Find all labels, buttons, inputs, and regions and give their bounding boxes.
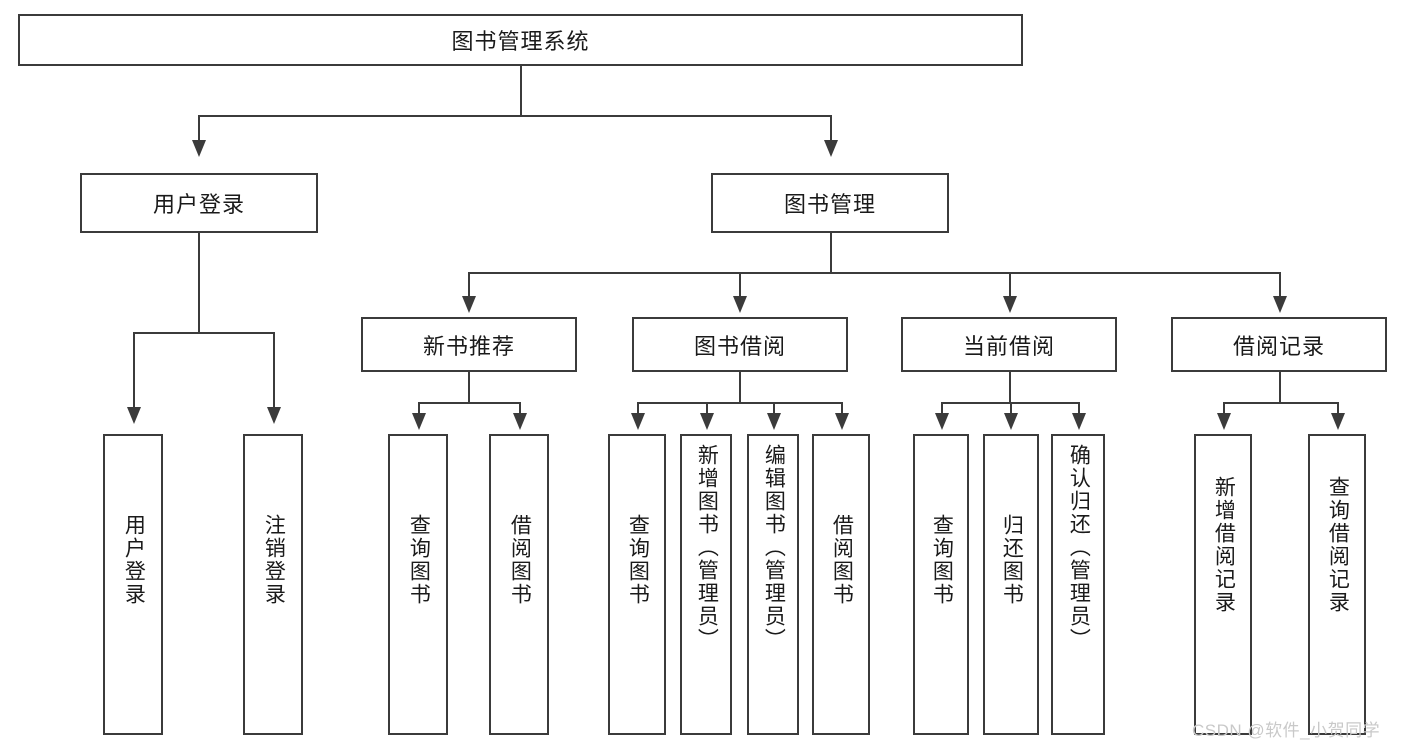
connector-root-bus [198,115,832,117]
connector-bb-to-leaf-3 [773,402,775,418]
node-current-borrow[interactable]: 当前借阅 [901,317,1117,372]
connector-new-book-to-leaf-1 [418,402,420,418]
leaf-return-book[interactable]: 归还图书 [983,434,1039,735]
leaf-borrow-book[interactable]: 借阅图书 [812,434,870,735]
arrow-cb-to-leaf-1 [935,413,949,430]
csdn-watermark: CSDN @软件_小贺同学 [1192,721,1381,740]
leaf-user-login[interactable]: 用户登录 [103,434,163,735]
arrow-bm-to-borrow-record [1273,296,1287,313]
connector-root-to-book-management [830,115,832,148]
connector-bb-to-leaf-1 [637,402,639,418]
connector-book-borrow-bus [637,402,842,404]
leaf-label: 确认归还（管理员） [1067,444,1091,651]
connector-user-login-stem [198,233,200,333]
connector-user-login-to-leaf-2 [273,332,275,414]
connector-root-to-user-login [198,115,200,148]
arrow-new-book-to-leaf-2 [513,413,527,430]
arrow-bb-to-leaf-3 [767,413,781,430]
connector-root-stem [520,66,522,116]
leaf-borrow-book-recommend[interactable]: 借阅图书 [489,434,549,735]
connector-br-to-leaf-2 [1337,402,1339,418]
arrow-cb-to-leaf-2 [1004,413,1018,430]
arrow-bb-to-leaf-4 [835,413,849,430]
node-borrow-record[interactable]: 借阅记录 [1171,317,1387,372]
connector-borrow-record-stem [1279,372,1281,403]
node-label: 借阅记录 [1232,333,1325,359]
connector-book-management-bus [468,272,1280,274]
node-new-book-recommend[interactable]: 新书推荐 [361,317,577,372]
connector-new-book-bus [418,402,520,404]
connector-book-borrow-stem [739,372,741,403]
arrow-br-to-leaf-1 [1217,413,1231,430]
leaf-label: 查询借阅记录 [1326,476,1350,614]
node-root-book-management-system[interactable]: 图书管理系统 [18,14,1023,66]
node-book-borrow[interactable]: 图书借阅 [632,317,848,372]
leaf-label: 借阅图书 [508,514,532,606]
arrow-br-to-leaf-2 [1331,413,1345,430]
connector-user-login-to-leaf-1 [133,332,135,414]
arrow-bm-to-current-borrow [1003,296,1017,313]
arrow-root-to-book-management [824,140,838,157]
leaf-label: 编辑图书（管理员） [762,444,786,651]
leaf-label: 注销登录 [262,514,286,606]
leaf-confirm-return-admin[interactable]: 确认归还（管理员） [1051,434,1105,735]
leaf-logout[interactable]: 注销登录 [243,434,303,735]
leaf-label: 查询图书 [407,514,431,606]
connector-cb-to-leaf-2 [1010,402,1012,418]
node-label: 用户登录 [152,192,245,217]
leaf-query-book-recommend[interactable]: 查询图书 [388,434,448,735]
leaf-label: 查询图书 [930,514,954,606]
connector-current-borrow-stem [1009,372,1011,403]
connector-book-management-stem [830,233,832,273]
leaf-query-borrow-record[interactable]: 查询借阅记录 [1308,434,1366,735]
leaf-label: 归还图书 [1000,514,1024,606]
node-label: 图书管理 [783,192,876,217]
leaf-query-book-current[interactable]: 查询图书 [913,434,969,735]
leaf-label: 用户登录 [122,514,146,606]
leaf-edit-book-admin[interactable]: 编辑图书（管理员） [747,434,799,735]
connector-bm-to-new-book [468,272,470,302]
node-book-management[interactable]: 图书管理 [711,173,949,233]
leaf-label: 查询图书 [626,514,650,606]
connector-bm-to-book-borrow [739,272,741,302]
node-user-login[interactable]: 用户登录 [80,173,318,233]
leaf-label: 借阅图书 [830,514,854,606]
arrow-bb-to-leaf-1 [631,413,645,430]
connector-new-book-to-leaf-2 [519,402,521,418]
node-label: 新书推荐 [422,333,515,359]
arrow-user-login-to-leaf-2 [267,407,281,424]
connector-br-to-leaf-1 [1223,402,1225,418]
leaf-add-book-admin[interactable]: 新增图书（管理员） [680,434,732,735]
node-label: 当前借阅 [962,333,1055,359]
arrow-user-login-to-leaf-1 [127,407,141,424]
leaf-label: 新增图书（管理员） [695,444,719,651]
connector-user-login-bus [133,332,275,334]
arrow-bb-to-leaf-2 [700,413,714,430]
arrow-bm-to-book-borrow [733,296,747,313]
connector-borrow-record-bus [1223,402,1338,404]
arrow-bm-to-new-book [462,296,476,313]
connector-cb-to-leaf-3 [1078,402,1080,418]
connector-bm-to-current-borrow [1009,272,1011,302]
node-label: 图书管理系统 [451,29,590,54]
node-label: 图书借阅 [693,333,786,359]
connector-bm-to-borrow-record [1279,272,1281,302]
arrow-cb-to-leaf-3 [1072,413,1086,430]
arrow-root-to-user-login [192,140,206,157]
connector-bb-to-leaf-2 [706,402,708,418]
connector-cb-to-leaf-1 [941,402,943,418]
connector-bb-to-leaf-4 [841,402,843,418]
leaf-label: 新增借阅记录 [1212,476,1236,614]
leaf-add-borrow-record[interactable]: 新增借阅记录 [1194,434,1252,735]
arrow-new-book-to-leaf-1 [412,413,426,430]
connector-new-book-stem [468,372,470,403]
leaf-query-book-borrow[interactable]: 查询图书 [608,434,666,735]
